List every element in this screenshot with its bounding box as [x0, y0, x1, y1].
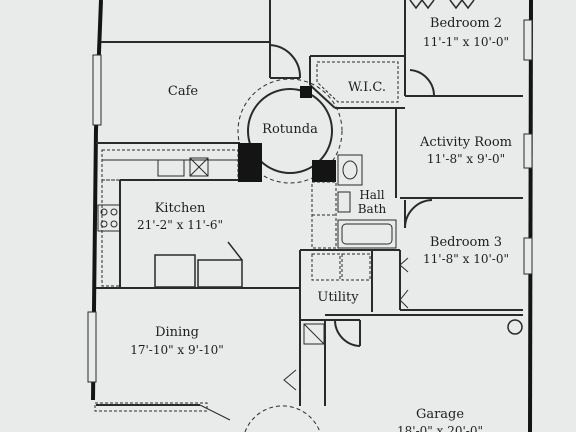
bedroom3-dims: 11'-8" x 10'-0" — [423, 252, 509, 266]
bedroom2-dims: 11'-1" x 10'-0" — [423, 35, 509, 49]
refrigerator — [154, 241, 243, 288]
rotunda-dashed-ring — [237, 78, 343, 184]
window-marks — [87, 19, 533, 383]
hall-bath-fixtures — [337, 154, 397, 249]
rotunda-column-right — [312, 160, 336, 182]
activity-room-label: Activity Room — [419, 135, 512, 150]
water-heater — [303, 323, 325, 345]
bedroom3-label: Bedroom 3 — [430, 235, 502, 250]
wic-closet-outline — [316, 61, 399, 103]
range-icon — [97, 204, 121, 232]
activity-room-dims: 11'-8" x 9'-0" — [427, 152, 505, 166]
entry-details — [94, 257, 409, 432]
garage-dims: 18'-0" x 20'-0" — [397, 424, 483, 432]
rotunda-column-left — [238, 143, 262, 182]
cafe-label: Cafe — [168, 84, 199, 99]
dishwasher-icon — [189, 157, 209, 177]
kitchen-dims: 21'-2" x 11'-6" — [137, 218, 223, 232]
pantry-shelves — [311, 181, 337, 249]
hall-bath-label-line1: Hall — [359, 188, 384, 202]
kitchen-sink — [157, 159, 185, 177]
hall-bath-label-line2: Bath — [358, 202, 387, 216]
garage-label: Garage — [416, 407, 464, 422]
wic-label: W.I.C. — [348, 80, 386, 95]
kitchen-label: Kitchen — [155, 201, 206, 216]
bedroom2-label: Bedroom 2 — [430, 16, 502, 31]
utility-label: Utility — [317, 290, 359, 305]
rotunda-label: Rotunda — [262, 122, 318, 137]
bifold-doors — [409, 0, 475, 10]
rotunda-column-top — [300, 86, 312, 98]
garage-floor-drain — [507, 319, 523, 335]
dining-dims: 17'-10" x 9'-10" — [130, 343, 224, 357]
utility-machines — [311, 253, 371, 281]
rotunda-circle — [247, 88, 333, 174]
dining-label: Dining — [155, 325, 199, 340]
